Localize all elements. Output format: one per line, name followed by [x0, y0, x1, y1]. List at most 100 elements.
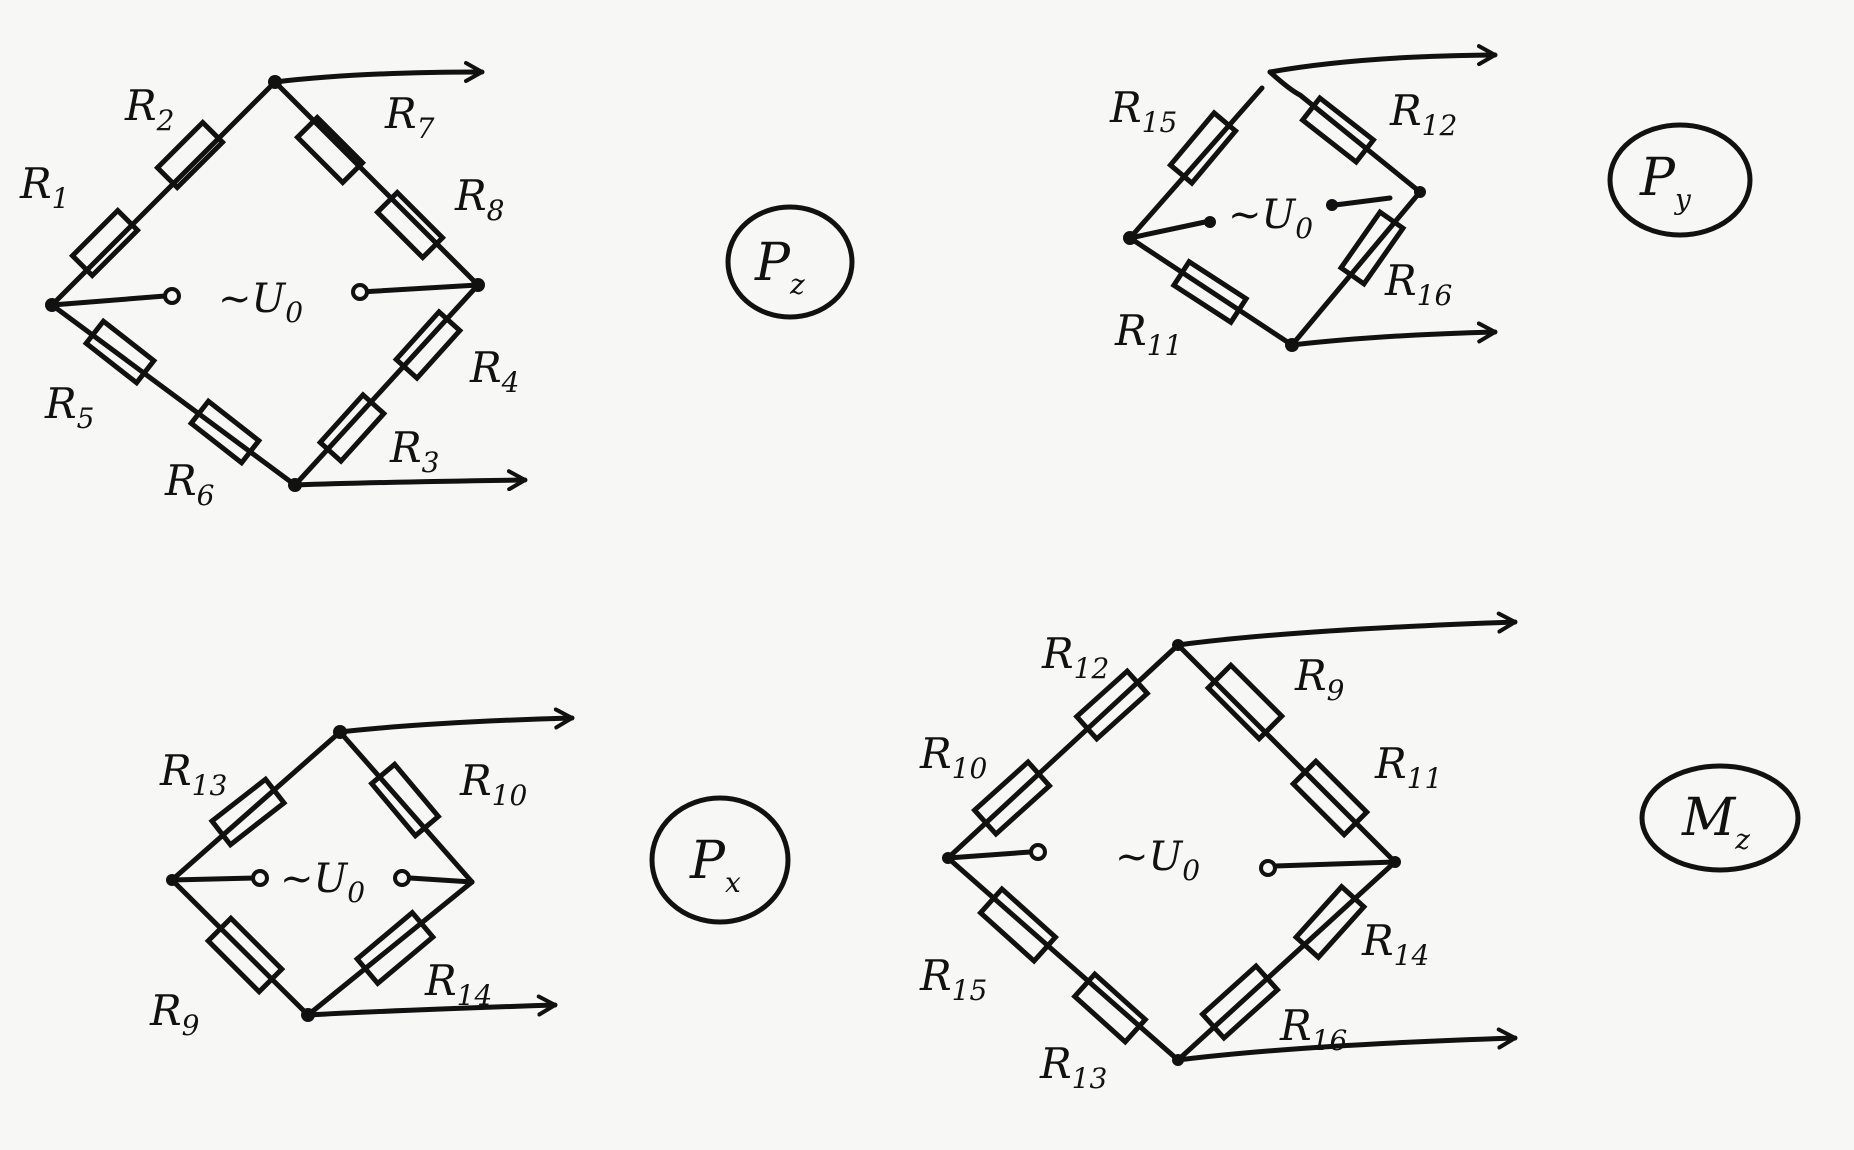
mz-source-lead-right [1272, 859, 1398, 869]
pz-arm-left-top [49, 79, 278, 308]
pz-source-terminal-left [163, 287, 181, 305]
resistor-r11 [1170, 258, 1250, 326]
resistor-r7 [293, 113, 367, 187]
tag-mz-circle [1639, 763, 1801, 873]
label-r2: R2 [124, 81, 174, 137]
resistor-r14 [353, 909, 437, 987]
px-source-label: ~U0 [280, 856, 365, 909]
resistor-r14-mz [1292, 883, 1368, 961]
pz-source-terminal-right [351, 283, 369, 301]
resistor-r13-mz [1071, 970, 1149, 1046]
py-source-lead-left [1127, 219, 1208, 241]
mz-node-right [1389, 856, 1401, 868]
py-node-left [1123, 231, 1137, 245]
pz-arm-top-right [272, 79, 481, 288]
mz-source-terminal-right [1259, 859, 1277, 877]
resistor-r1 [68, 206, 142, 280]
px-source-lead-left [169, 875, 258, 883]
resistor-r9 [204, 914, 286, 996]
py-output-bottom-arrow [1289, 321, 1498, 348]
resistor-r16 [1337, 208, 1407, 288]
resistor-r12-mz [1073, 667, 1151, 743]
px-arm-left-top [169, 729, 343, 883]
py-source-terminal-left [1204, 216, 1216, 228]
mz-source-terminal-left [1029, 843, 1047, 861]
py-arm-left-top [1127, 85, 1265, 241]
pz-node-left [45, 298, 59, 312]
pz-source-label: ~U0 [218, 276, 303, 329]
px-source-terminal-left [251, 869, 269, 887]
py-arm-bottom-right [1289, 189, 1423, 348]
resistor-r2 [153, 118, 227, 192]
resistor-r6 [187, 397, 263, 467]
px-source-lead-right [407, 875, 475, 885]
tag-px-text: Px [689, 831, 741, 899]
resistor-r13 [208, 775, 288, 849]
px-output-bottom-arrow [305, 994, 558, 1018]
resistor-r4 [392, 308, 464, 382]
resistor-r10 [368, 760, 442, 840]
px-arm-left-bottom [169, 877, 311, 1018]
py-arm-top-right [1267, 69, 1423, 195]
py-source-label: ~U0 [1228, 192, 1313, 245]
px-node-left [166, 874, 178, 886]
tag-py-circle [1607, 122, 1753, 238]
label-r16: R16 [1384, 256, 1452, 312]
pz-output-bottom-arrow [292, 469, 528, 492]
px-arm-bottom-right [305, 879, 475, 1018]
label-r6: R6 [164, 456, 214, 512]
label-r11-mz: R11 [1374, 739, 1442, 795]
resistor-r12 [1299, 94, 1377, 166]
label-r10-mz: R10 [919, 729, 987, 785]
tag-pz-text: Pz [754, 233, 805, 301]
mz-arm-left-bottom [945, 855, 1181, 1063]
resistor-r8 [373, 188, 447, 262]
mz-arm-top-right [1175, 642, 1398, 865]
resistor-r5 [82, 317, 158, 387]
label-r5: R5 [44, 379, 94, 435]
px-arm-top-right [337, 729, 475, 885]
label-r8: R8 [454, 171, 504, 227]
bridge-pz: R1 R2 R7 R8 R5 R6 R3 R4 ~U0 [19, 61, 528, 512]
mz-output-bottom-arrow [1175, 1027, 1518, 1063]
pz-source-lead-left [49, 293, 168, 308]
px-output-top-arrow [337, 707, 575, 735]
tag-px-circle [649, 795, 791, 925]
resistor-r10-mz [971, 758, 1053, 838]
label-r11: R11 [1114, 306, 1182, 362]
py-output-top-arrow [1267, 44, 1498, 75]
tag-px: Px [649, 795, 791, 925]
label-r12-mz: R12 [1041, 629, 1109, 685]
tag-py-text: Py [1639, 148, 1692, 216]
py-node-right [1414, 186, 1426, 198]
label-r14: R14 [424, 956, 492, 1012]
resistor-r15 [1166, 109, 1240, 187]
label-r16-mz: R16 [1279, 1001, 1347, 1057]
bridge-px: R13 R10 R9 R14 ~U0 [149, 707, 575, 1042]
tag-py: Py [1607, 122, 1753, 238]
label-r13-mz: R13 [1039, 1039, 1107, 1095]
bridge-py: R15 R12 R16 R11 ~U0 [1109, 44, 1498, 362]
pz-node-right [471, 278, 485, 292]
label-r10: R10 [459, 756, 527, 812]
label-r12: R12 [1389, 86, 1457, 142]
py-arm-left-bottom [1127, 235, 1295, 348]
py-source-terminal-right [1326, 199, 1338, 211]
bridge-mz: R12 R9 R10 R11 R15 R14 R13 R16 ~U0 [919, 611, 1518, 1095]
mz-node-left [942, 852, 954, 864]
tag-mz-text: Mz [1681, 788, 1750, 856]
resistor-r3 [316, 391, 388, 465]
pz-output-top-arrow [272, 61, 485, 85]
label-r13: R13 [159, 746, 227, 802]
resistor-r15-mz [977, 885, 1059, 965]
resistor-r16-mz [1199, 962, 1281, 1042]
label-r1: R1 [19, 159, 69, 215]
tag-pz-circle [725, 204, 855, 320]
mz-source-lead-left [945, 849, 1033, 861]
resistor-r9-mz [1204, 661, 1286, 743]
label-r15-mz: R15 [919, 951, 987, 1007]
label-r3: R3 [389, 423, 439, 479]
label-r14-mz: R14 [1361, 916, 1429, 972]
py-source-lead-right [1332, 195, 1393, 208]
pz-arm-bottom-right [292, 282, 481, 488]
